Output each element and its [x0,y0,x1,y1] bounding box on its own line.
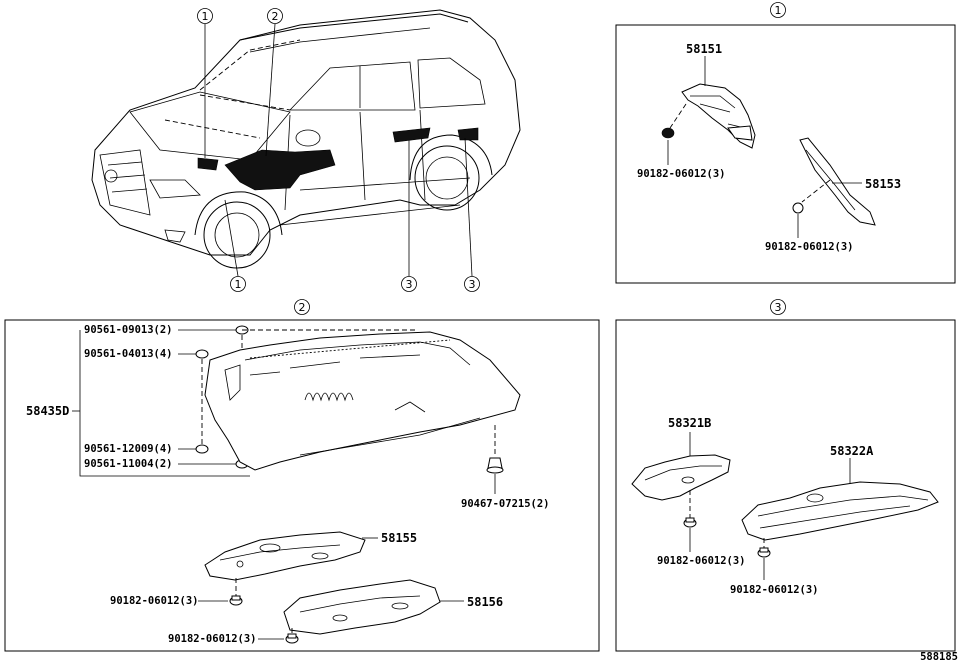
label-90561-11004: 90561-11004(2) [84,458,173,470]
part-58151[interactable] [681,83,756,149]
clip-90182-panel3-a[interactable] [683,517,697,528]
label-90182-panel3-b: 90182-06012(3) [730,584,819,596]
clip-90182-panel2-b[interactable] [285,633,299,644]
part-58321B[interactable] [631,454,731,501]
callout-3-bottom-left[interactable]: 3 [401,276,417,292]
label-58322A: 58322A [830,444,874,458]
part-58322A[interactable] [741,481,939,541]
highlight-floor-insulator-left [392,127,431,143]
vehicle-illustration [91,9,521,277]
rear-wheel [409,134,493,211]
label-90182-b: 90182-06012(3) [765,241,854,253]
svg-text:3: 3 [406,278,413,291]
panel-2-title: 2 [299,301,306,314]
svg-text:3: 3 [469,278,476,291]
panel-1-title: 1 [775,4,782,17]
part-58155[interactable] [204,531,366,581]
callout-3-bottom-right[interactable]: 3 [464,276,480,292]
label-58435D: 58435D [26,404,69,418]
callout-1-bottom[interactable]: 1 [230,276,246,292]
front-wheel [194,191,283,269]
label-90182-a: 90182-06012(3) [637,168,726,180]
clip-90182-panel2-a[interactable] [229,595,243,606]
svg-text:2: 2 [272,10,279,23]
panel-3: 3 58321B 90182-06012(3) 58322A [615,299,956,652]
clip-90561-04013[interactable] [195,349,209,359]
highlight-hood-insulator [197,157,219,171]
label-90561-04013: 90561-04013(4) [84,348,173,360]
clip-90467-07215[interactable] [486,457,504,474]
svg-text:1: 1 [235,278,242,291]
label-58151: 58151 [686,42,722,56]
label-58321B: 58321B [668,416,711,430]
label-90561-09013: 90561-09013(2) [84,324,173,336]
label-90182-panel2-a: 90182-06012(3) [110,595,199,607]
label-90467-07215: 90467-07215(2) [461,498,550,510]
label-58156: 58156 [467,595,503,609]
label-58155: 58155 [381,531,417,545]
clip-90561-12009[interactable] [195,444,209,454]
callout-2-top[interactable]: 2 [267,8,283,24]
part-58156[interactable] [283,579,441,635]
diagram-id: 588185 [920,651,958,663]
label-90182-panel2-b: 90182-06012(3) [168,633,257,645]
highlight-floor-insulator-right [457,127,479,141]
highlight-dash-insulator [224,149,336,191]
svg-text:1: 1 [202,10,209,23]
panel-3-title: 3 [775,301,782,314]
clip-90182-a[interactable] [661,127,675,139]
part-58435D[interactable] [204,331,521,471]
clip-90182-b[interactable] [792,202,804,214]
label-90561-12009: 90561-12009(4) [84,443,173,455]
part-58153[interactable] [799,137,876,226]
clip-90182-panel3-b[interactable] [757,547,771,558]
panel-2: 2 58435D 90561-09013(2) 90561-04013(4) 9… [4,299,600,652]
panel-1: 1 58151 90182-06012(3) 58153 90182-06012… [615,2,956,284]
label-58153: 58153 [865,177,901,191]
callout-1-top[interactable]: 1 [197,8,213,24]
label-90182-panel3-a: 90182-06012(3) [657,555,746,567]
